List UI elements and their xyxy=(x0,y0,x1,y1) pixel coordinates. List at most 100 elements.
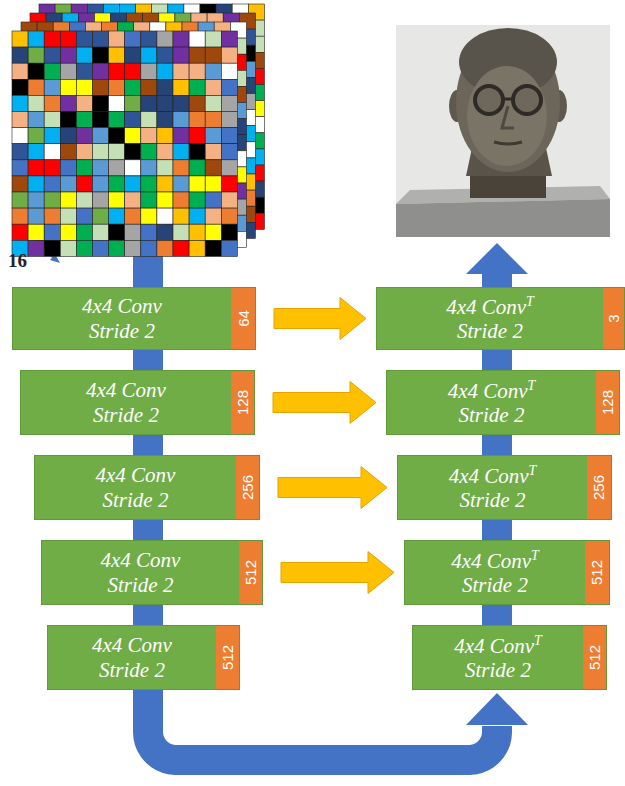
feature-cell xyxy=(109,176,125,192)
feature-cell xyxy=(109,208,125,224)
flow-arrowhead xyxy=(466,243,528,274)
feature-cell xyxy=(173,240,189,256)
channel-count: 256 xyxy=(591,475,608,500)
feature-cell xyxy=(28,144,44,160)
feature-cell xyxy=(125,224,141,240)
feature-cell xyxy=(125,63,141,79)
channel-tab: 512 xyxy=(585,541,609,604)
feature-cell xyxy=(60,208,76,224)
feature-cell xyxy=(157,63,173,79)
layer-name: 4x4 Conv Stride 2 xyxy=(78,378,174,426)
flow-band xyxy=(482,605,512,625)
channel-tab: 256 xyxy=(587,456,611,519)
channel-count: 512 xyxy=(242,560,259,585)
feature-cell xyxy=(60,176,76,192)
feature-cell xyxy=(12,224,28,240)
feature-cell xyxy=(157,112,173,128)
feature-cell xyxy=(157,128,173,144)
box-text: 4x4 ConvTStride 2 xyxy=(451,548,539,597)
feature-cell xyxy=(125,160,141,176)
bust-face xyxy=(467,66,547,166)
feature-cell xyxy=(221,112,237,128)
feature-cell xyxy=(173,208,189,224)
box-text: 4x4 ConvTStride 2 xyxy=(454,633,542,682)
feature-cell xyxy=(173,144,189,160)
feature-cell xyxy=(76,208,92,224)
feature-cell xyxy=(205,112,221,128)
feature-cell xyxy=(44,160,60,176)
u-turn-band xyxy=(148,690,528,760)
feature-cell xyxy=(12,176,28,192)
feature-cell xyxy=(44,224,60,240)
text-line: 4x4 ConvT xyxy=(449,463,537,488)
feature-cell xyxy=(125,176,141,192)
bust-glasses xyxy=(475,86,503,114)
feature-cell xyxy=(189,192,205,208)
feature-cell xyxy=(109,192,125,208)
flow-band xyxy=(148,350,149,370)
stride-text: Stride 2 xyxy=(449,488,537,512)
feature-cell xyxy=(141,208,157,224)
channel-tab: 3 xyxy=(603,288,624,349)
feature-cell xyxy=(44,95,60,111)
feature-cell xyxy=(28,240,44,256)
box-content: 4x4 ConvTStride 2 xyxy=(377,288,603,349)
feature-cell xyxy=(76,144,92,160)
feature-cell xyxy=(28,176,44,192)
feature-cell xyxy=(109,224,125,240)
bust-nose xyxy=(502,106,514,128)
transpose-mark: T xyxy=(528,378,536,393)
feature-map-stack xyxy=(12,4,264,256)
feature-cell xyxy=(173,176,189,192)
feature-cell xyxy=(109,160,125,176)
feature-cell xyxy=(205,160,221,176)
feature-cell xyxy=(93,208,109,224)
feature-cell xyxy=(44,47,60,63)
feature-cell xyxy=(205,192,221,208)
feature-cell xyxy=(44,128,60,144)
transpose-mark: T xyxy=(529,463,537,478)
text-line: 4x4 ConvT xyxy=(451,548,539,573)
feature-cell xyxy=(109,144,125,160)
layer-name: 4x4 Conv xyxy=(449,464,529,488)
feature-cell xyxy=(221,208,237,224)
feature-cell xyxy=(60,79,76,95)
feature-cell xyxy=(93,192,109,208)
feature-cell xyxy=(28,79,44,95)
feature-cell xyxy=(141,47,157,63)
feature-cell xyxy=(157,31,173,47)
flow-band xyxy=(497,520,498,540)
transpose-mark: T xyxy=(531,548,539,563)
channel-count: 512 xyxy=(586,645,603,670)
box-content: 4x4 ConvTStride 2 xyxy=(405,541,585,604)
feature-cell xyxy=(12,31,28,47)
feature-cell xyxy=(189,160,205,176)
feature-cell xyxy=(93,160,109,176)
feature-cell xyxy=(60,31,76,47)
layer-box: 4x4 ConvTStride 2128 xyxy=(386,370,620,435)
feature-cell xyxy=(60,112,76,128)
feature-cell xyxy=(141,79,157,95)
feature-cell xyxy=(44,192,60,208)
feature-cell xyxy=(125,144,141,160)
feature-cell xyxy=(28,112,44,128)
feature-cell xyxy=(173,112,189,128)
box-text: 4x4 Conv Stride 2 xyxy=(88,463,184,511)
feature-cell xyxy=(76,63,92,79)
layer-name: 4x4 Conv xyxy=(454,634,534,658)
feature-cell xyxy=(189,31,205,47)
feature-cell xyxy=(125,240,141,256)
box-text: 4x4 ConvTStride 2 xyxy=(446,294,534,343)
feature-cell xyxy=(141,160,157,176)
channel-tab: 128 xyxy=(231,371,254,434)
flow-band xyxy=(497,605,498,625)
channel-tab: 256 xyxy=(236,456,259,519)
layer-box: 4x4 Conv Stride 264 xyxy=(12,287,256,350)
feature-cell xyxy=(141,31,157,47)
channel-count: 256 xyxy=(239,475,256,500)
flow-band xyxy=(133,605,163,625)
feature-cell xyxy=(44,79,60,95)
feature-cell xyxy=(93,112,109,128)
feature-cell xyxy=(44,208,60,224)
feature-cell xyxy=(93,31,109,47)
